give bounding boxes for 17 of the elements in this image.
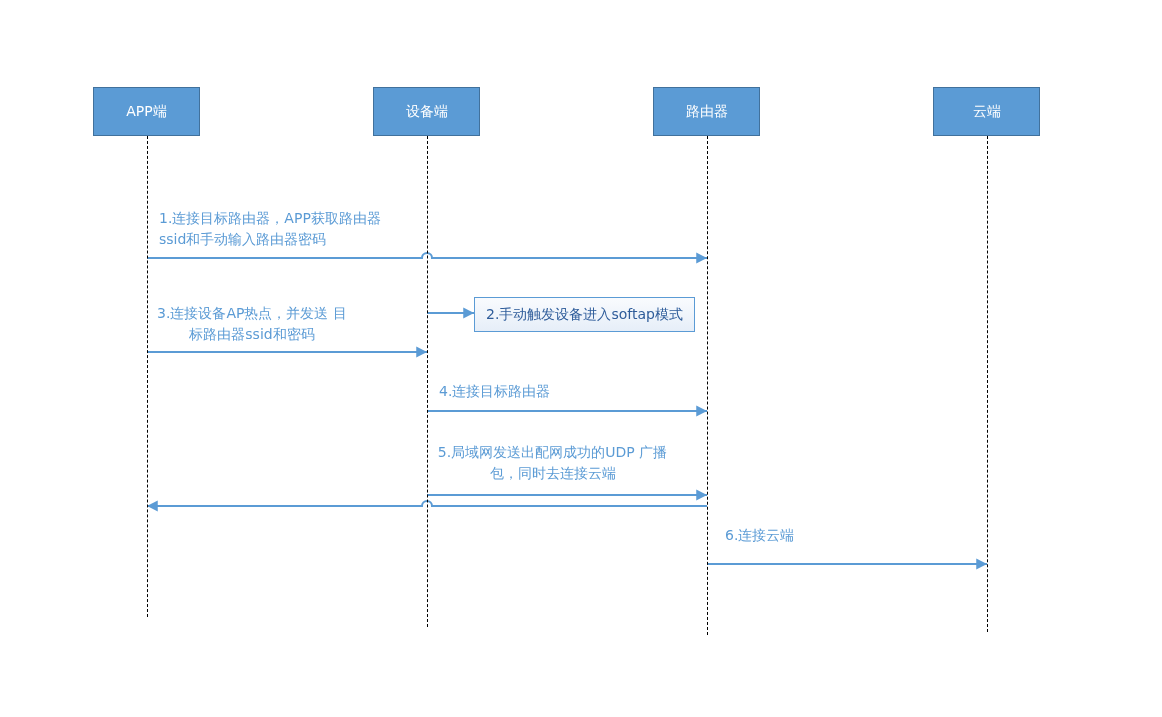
lifeline bbox=[427, 136, 429, 627]
message-arrow bbox=[146, 346, 428, 358]
edge-label: 1.连接目标路由器，APP获取路由器ssid和手动输入路由器密码 bbox=[159, 208, 381, 250]
message-arrow bbox=[706, 558, 988, 570]
message-arrow bbox=[146, 500, 708, 512]
note-box: 2.手动触发设备进入softap模式 bbox=[474, 297, 695, 332]
participant-box: 路由器 bbox=[653, 87, 760, 136]
lifeline bbox=[147, 136, 149, 617]
participant-box: 设备端 bbox=[373, 87, 480, 136]
message-arrow bbox=[426, 405, 708, 417]
lifeline bbox=[707, 136, 709, 635]
message-arrow bbox=[426, 307, 475, 319]
lifeline bbox=[987, 136, 989, 632]
message-arrow bbox=[426, 489, 708, 501]
participant-box: APP端 bbox=[93, 87, 200, 136]
message-arrow bbox=[146, 252, 708, 264]
participant-box: 云端 bbox=[933, 87, 1040, 136]
